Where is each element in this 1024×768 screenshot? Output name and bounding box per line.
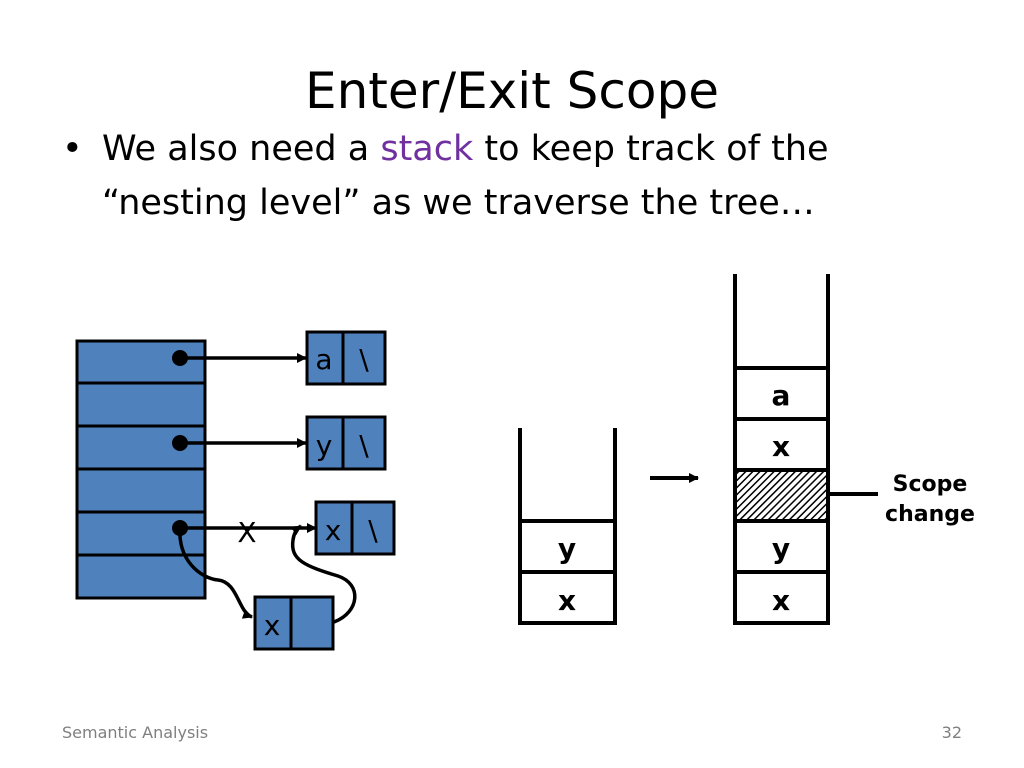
slide-number: 32 — [941, 723, 962, 742]
scope-change-label-line2: change — [885, 502, 975, 527]
scope-change-label-line1: Scope — [893, 472, 968, 497]
stack-entry: x — [772, 584, 790, 617]
list-node-y: y \ — [305, 415, 387, 471]
bullet-highlight-stack: stack — [380, 129, 474, 169]
stack-entry: y — [558, 532, 576, 565]
removed-link-mark: X — [237, 516, 256, 549]
list-node-x-old: x \ — [314, 500, 396, 556]
stack-entry: y — [772, 532, 790, 565]
list-node-x-new: x — [253, 595, 335, 651]
stack-entry: x — [772, 430, 790, 463]
list-node-a: a \ — [305, 330, 387, 386]
curved-pointer-arrow — [178, 527, 253, 619]
node-name: x — [325, 514, 342, 547]
hash-table — [75, 339, 207, 600]
stack-entry: a — [772, 379, 791, 412]
node-name: x — [264, 609, 281, 642]
node-null-marker: \ — [359, 429, 369, 462]
chain-pointer-arrow — [290, 524, 357, 624]
stack-after: a x y x — [733, 274, 830, 625]
hash-bucket — [75, 467, 207, 514]
node-null-marker: \ — [368, 514, 378, 547]
hash-bucket — [75, 381, 207, 428]
hash-bucket — [75, 553, 207, 600]
bullet-marker: • — [62, 129, 83, 169]
node-null-marker: \ — [359, 343, 369, 376]
scope-marker-cell — [735, 470, 827, 520]
footer-course-label: Semantic Analysis — [62, 723, 209, 742]
slide-title: Enter/Exit Scope — [305, 62, 719, 120]
bullet-text: We also need a stack to keep track of th… — [102, 122, 962, 230]
node-name: a — [315, 343, 332, 376]
bullet-text-before: We also need a — [102, 129, 381, 169]
node-name: y — [316, 429, 333, 462]
stack-before: y x — [518, 428, 617, 625]
bullet-text-after: to keep track of the “nesting level” as … — [102, 129, 829, 223]
stack-entry: x — [558, 584, 576, 617]
